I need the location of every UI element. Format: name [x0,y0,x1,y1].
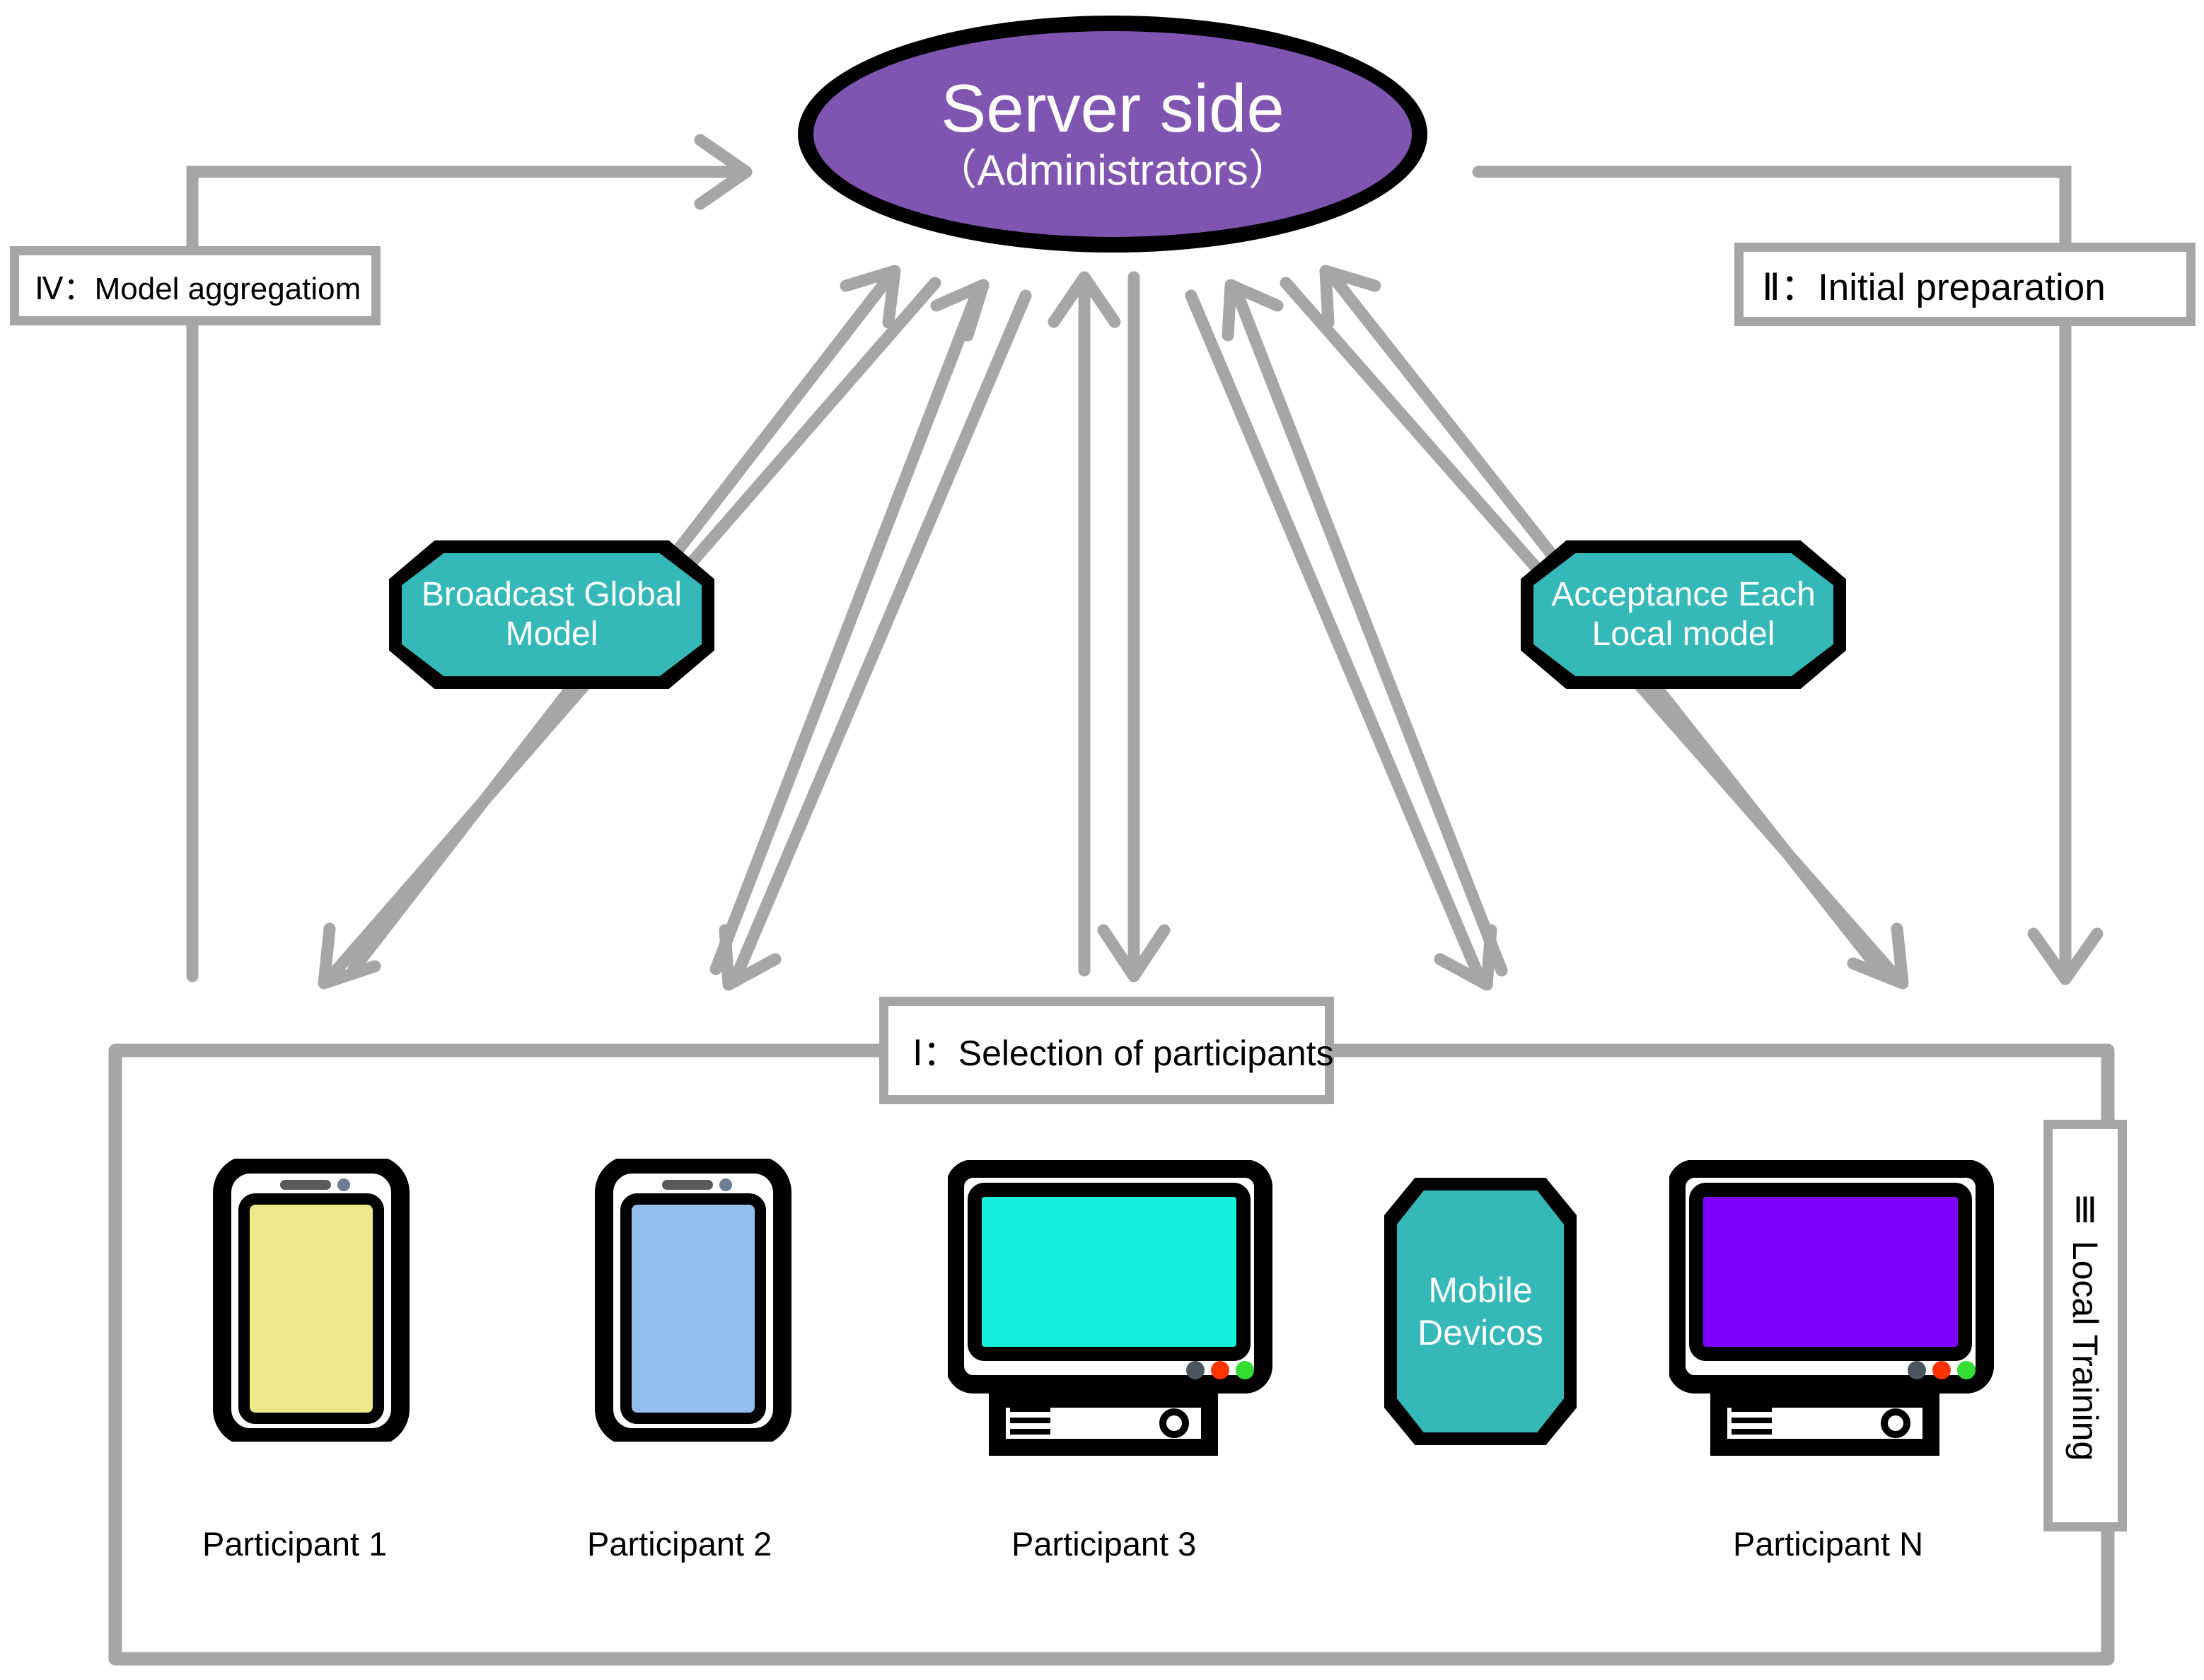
server-node[interactable]: Server side （Administrators） [798,16,1427,253]
octagon-fill [1397,1191,1564,1432]
device-smartphone-participant-1[interactable] [212,1155,410,1447]
phone-screen-1 [238,1193,384,1424]
stage-label-iii[interactable]: Ⅲ Local Training [2043,1120,2127,1531]
process-node-acceptance-each-local-model[interactable]: Acceptance Each Local model [1521,540,1846,689]
process-node-mobile-devices[interactable]: Mobile Devicos [1384,1178,1577,1445]
monitor-screen-n [1689,1183,1972,1361]
participant-1-caption: Participant 1 [202,1525,388,1563]
process-node-acceptance-label: Acceptance Each Local model [1533,575,1834,654]
status-dot-red [1211,1361,1229,1379]
device-desktop-participant-3[interactable] [946,1159,1287,1457]
status-dot-green [1957,1361,1976,1379]
speaker-grille-icon [662,1180,713,1190]
smartphone-icon [213,1155,410,1447]
stage-label-iv[interactable]: Ⅳ：Model aggregatiom [10,246,381,325]
broadcast-line-2: Model [505,615,598,653]
acceptance-line-2: Local model [1591,615,1775,653]
status-dot-gray [1186,1361,1205,1379]
broadcast-line-1: Broadcast Global [421,575,683,613]
connector-participant-3 [1048,271,1171,983]
octagon-fill [402,553,702,676]
process-node-mobile-label: Mobile Devicos [1399,1269,1562,1354]
power-button-icon [1881,1408,1910,1438]
phone-screen-2 [620,1193,766,1424]
status-dot-gray [1908,1361,1926,1379]
smartphone-icon [595,1155,791,1447]
status-dot-red [1932,1361,1951,1379]
stage-label-i-text: Ⅰ：Selection of participants [912,1033,1334,1073]
server-title: Server side [941,70,1284,146]
front-camera-icon [719,1178,732,1191]
participants-container-frame [108,1043,2115,1666]
desktop-monitor-icon [1667,1159,1994,1456]
stage-label-iv-text: Ⅳ：Model aggregatiom [35,272,361,306]
acceptance-line-1: Acceptance Each [1551,575,1816,613]
status-dot-green [1236,1361,1254,1379]
desktop-monitor-icon [946,1159,1272,1456]
process-node-broadcast-label: Broadcast Global Model [403,575,700,654]
power-button-icon [1159,1408,1189,1438]
stage-label-ii-text: Ⅱ：Initial preparation [1762,267,2106,308]
connector-stage-iv [186,134,753,983]
process-node-broadcast-global-model[interactable]: Broadcast Global Model [389,540,714,689]
connector-participant-2 [709,279,1032,991]
front-camera-icon [337,1178,350,1191]
base-vent-lines [1732,1406,1772,1435]
participant-3-caption: Participant 3 [1011,1525,1197,1563]
device-smartphone-participant-2[interactable] [594,1155,792,1447]
octagon-fill [1533,553,1833,676]
connector-stage-ii [1472,166,2104,985]
base-vent-lines [1010,1406,1050,1435]
stage-label-i[interactable]: Ⅰ：Selection of participants [879,997,1334,1104]
device-desktop-participant-n[interactable] [1667,1159,2009,1457]
participant-n-caption: Participant N [1733,1525,1924,1563]
monitor-screen-3 [968,1183,1251,1361]
server-subtitle: （Administrators） [934,146,1291,195]
speaker-grille-icon [280,1180,331,1190]
mobile-line-1: Mobile [1428,1270,1533,1310]
stage-label-iii-text: Ⅲ Local Training [2065,1190,2105,1461]
connector-participant-4 [1185,279,1508,991]
stage-label-ii[interactable]: Ⅱ：Initial preparation [1734,243,2196,326]
participant-2-caption: Participant 2 [587,1525,772,1563]
mobile-line-2: Devicos [1417,1313,1543,1352]
